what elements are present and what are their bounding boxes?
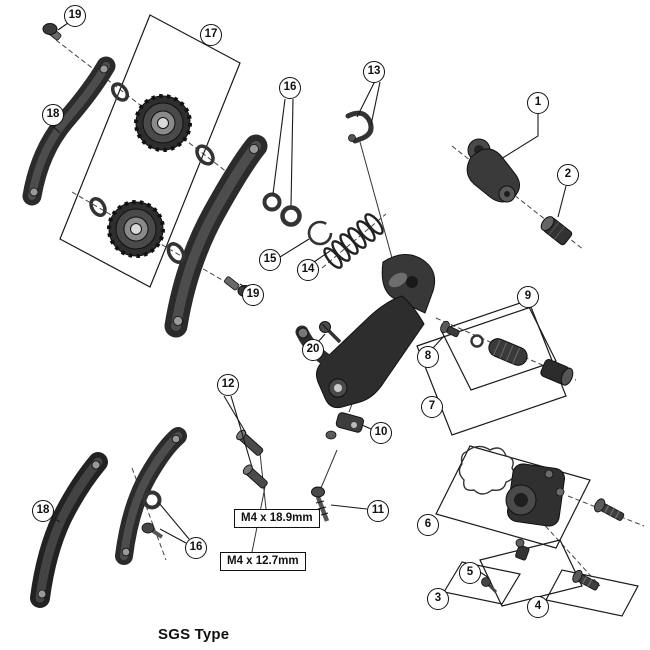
plate-washer-set-lower <box>141 490 164 539</box>
callout-6: 6 <box>417 514 439 536</box>
callout-19-lower: 19 <box>242 284 264 306</box>
derailleur-body <box>295 254 436 409</box>
stabilizer-unit <box>505 463 565 527</box>
bracket-axle-unit <box>466 138 520 203</box>
callout-13: 13 <box>363 61 385 83</box>
cage-fixing-bolts <box>236 429 268 489</box>
callout-20: 20 <box>302 339 324 361</box>
callout-10: 10 <box>370 422 392 444</box>
plate-washer-set-upper <box>262 192 302 227</box>
dimension-label-m4x18-9: M4 x 18.9mm <box>234 509 320 528</box>
diagram-caption: SGS Type <box>158 626 230 643</box>
b-tension-screw <box>319 321 342 344</box>
unit-fixing-screw-b <box>572 569 600 591</box>
callout-9: 9 <box>517 286 539 308</box>
callout-7: 7 <box>421 396 443 418</box>
callout-14: 14 <box>297 259 319 281</box>
snap-ring <box>307 220 333 246</box>
tension-spring <box>323 213 384 269</box>
outer-cage-plate-upper <box>164 134 268 338</box>
cable-clamp <box>345 110 374 144</box>
callout-17: 17 <box>200 24 222 46</box>
unit-gasket <box>458 445 515 495</box>
callout-18-lower: 18 <box>32 500 54 522</box>
callout-16-upper: 16 <box>279 77 301 99</box>
unit-fixing-screw-a <box>594 498 625 521</box>
callout-11: 11 <box>367 500 389 522</box>
tension-pulley <box>89 196 186 264</box>
spring-seat-small <box>481 577 498 594</box>
callout-5: 5 <box>459 562 481 584</box>
callout-2: 2 <box>557 164 579 186</box>
callout-4: 4 <box>527 596 549 618</box>
cable-adjust-group <box>440 320 574 386</box>
callout-12: 12 <box>217 374 239 396</box>
inner-cage-plate-upper <box>22 56 116 206</box>
callout-15: 15 <box>259 249 281 271</box>
callout-3: 3 <box>427 588 449 610</box>
callout-19-top: 19 <box>64 5 86 27</box>
callout-leader-lines <box>51 22 567 579</box>
bracket-axle-bolt <box>540 216 573 246</box>
callout-18-upper: 18 <box>42 104 64 126</box>
callout-8: 8 <box>417 346 439 368</box>
callout-1: 1 <box>527 92 549 114</box>
dimension-label-m4x12-7: M4 x 12.7mm <box>220 552 306 571</box>
callout-16-lower: 16 <box>185 537 207 559</box>
inner-cage-plate-lower <box>115 427 187 565</box>
outer-cage-plate-lower <box>30 452 108 608</box>
stroke-adjust-screw <box>311 486 330 522</box>
cable-guide-plate <box>325 412 364 440</box>
guide-pulley <box>110 82 215 166</box>
switch-unit-small <box>515 538 530 561</box>
pulley-bolt-upper <box>42 23 62 41</box>
